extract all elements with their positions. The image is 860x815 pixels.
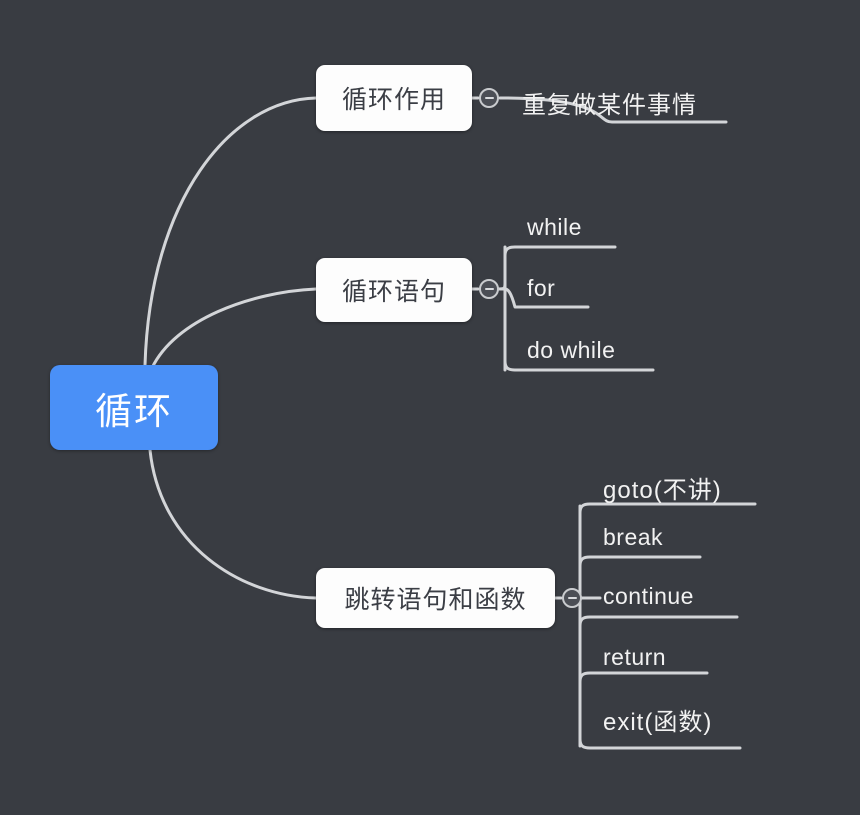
branch-node-3[interactable]: 跳转语句和函数 xyxy=(316,568,555,628)
leaf-label-3-4[interactable]: return xyxy=(603,644,667,670)
root-node[interactable]: 循环 xyxy=(50,365,218,450)
leaf-label-3-3[interactable]: continue xyxy=(603,583,694,609)
leaf-label-2-2[interactable]: for xyxy=(527,275,556,301)
branch-node-2-label: 循环语句 xyxy=(341,278,446,306)
minus-circle-icon xyxy=(567,597,577,599)
leaf-label-3-2[interactable]: break xyxy=(603,524,664,550)
wire-branch-3-child-3 xyxy=(578,615,739,628)
leaf-label-3-5[interactable]: exit(函数) xyxy=(603,709,713,736)
collapse-button-branch-1[interactable] xyxy=(479,88,499,108)
wire-root-to-branch-3 xyxy=(148,448,318,600)
wire-branch-3-child-2 xyxy=(578,555,702,568)
collapse-button-branch-2[interactable] xyxy=(479,279,499,299)
collapse-button-branch-3[interactable] xyxy=(562,588,582,608)
minus-circle-icon xyxy=(484,288,494,290)
root-node-label: 循环 xyxy=(95,390,173,432)
branch-node-1-label: 循环作用 xyxy=(341,86,446,114)
leaf-label-2-3[interactable]: do while xyxy=(527,337,616,363)
branch-node-3-label: 跳转语句和函数 xyxy=(344,586,527,614)
leaf-label-2-1[interactable]: while xyxy=(527,214,582,240)
wire-root-to-branch-1 xyxy=(143,96,318,367)
wire-branch-3-bottom xyxy=(578,737,742,750)
leaf-label-3-1[interactable]: goto(不讲) xyxy=(603,477,722,504)
branch-node-2[interactable]: 循环语句 xyxy=(316,258,472,322)
leaf-label-1-1[interactable]: 重复做某件事情 xyxy=(522,92,697,119)
wire-branch-3-child-4 xyxy=(578,671,709,684)
branch-node-1[interactable]: 循环作用 xyxy=(316,65,472,131)
wire-branch-3-top xyxy=(578,502,757,515)
minus-circle-icon xyxy=(484,97,494,99)
wire-root-to-branch-2 xyxy=(150,287,318,370)
